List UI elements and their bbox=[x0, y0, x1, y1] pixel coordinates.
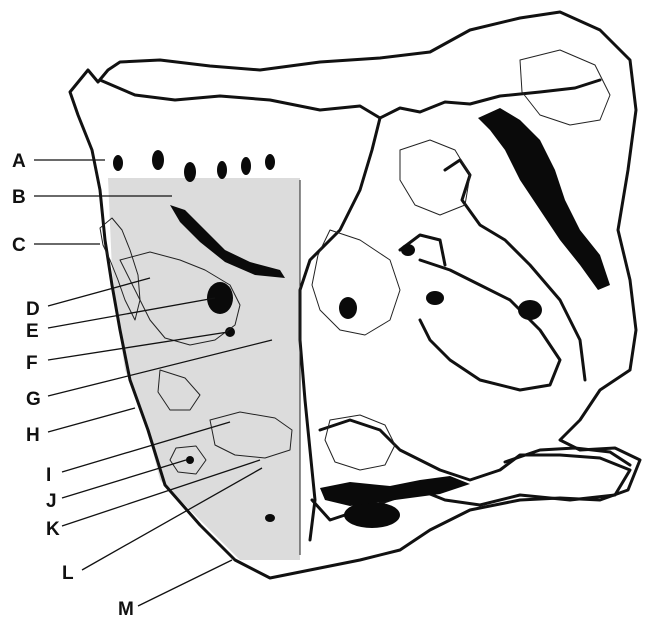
label-F: F bbox=[26, 353, 38, 374]
label-K: K bbox=[46, 519, 60, 540]
right-fold-1 bbox=[300, 118, 380, 540]
label-G: G bbox=[26, 389, 41, 410]
label-B: B bbox=[12, 187, 26, 208]
label-H: H bbox=[26, 425, 40, 446]
right-fold-3 bbox=[420, 260, 560, 390]
inner-contour-6 bbox=[400, 140, 470, 215]
black-nodule-14 bbox=[186, 456, 194, 464]
label-M: M bbox=[118, 599, 134, 620]
inner-contour-7 bbox=[520, 50, 610, 125]
black-nodule-6 bbox=[401, 244, 415, 256]
black-band-1 bbox=[478, 108, 610, 290]
black-nodule-7 bbox=[344, 502, 400, 528]
label-J: J bbox=[46, 491, 57, 512]
label-E: E bbox=[26, 321, 39, 342]
right-fold-2 bbox=[445, 160, 585, 380]
black-nodule-3 bbox=[339, 297, 357, 319]
label-I: I bbox=[46, 465, 51, 486]
black-nodule-4 bbox=[518, 300, 542, 320]
label-L: L bbox=[62, 563, 74, 584]
label-A: A bbox=[12, 151, 26, 172]
black-nodule-10 bbox=[184, 162, 196, 182]
black-nodule-15 bbox=[265, 514, 275, 522]
black-nodule-12 bbox=[241, 157, 251, 175]
black-nodule-1 bbox=[207, 282, 233, 314]
leader-H bbox=[48, 408, 135, 432]
black-nodule-5 bbox=[426, 291, 444, 305]
black-nodule-13 bbox=[265, 154, 275, 170]
label-D: D bbox=[26, 299, 40, 320]
leader-M bbox=[138, 560, 232, 606]
black-nodule-9 bbox=[152, 150, 164, 170]
upper-ridge bbox=[100, 80, 600, 118]
label-C: C bbox=[12, 235, 26, 256]
black-nodule-11 bbox=[217, 161, 227, 179]
black-nodule-8 bbox=[113, 155, 123, 171]
